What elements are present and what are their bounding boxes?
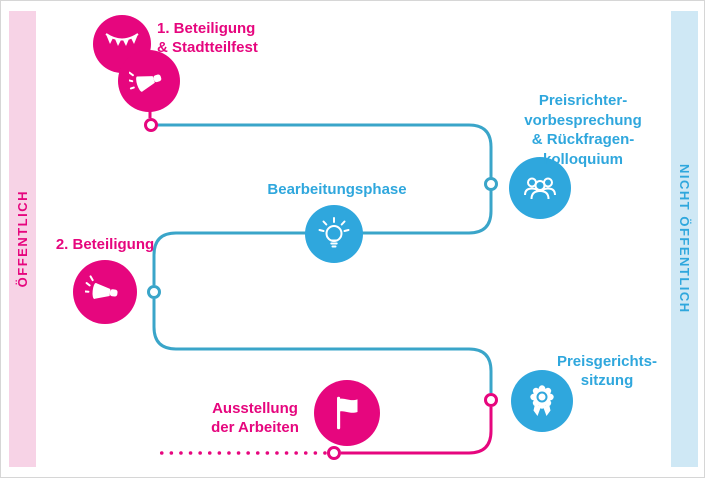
non-public-band: NICHT ÖFFENTLICH [671,11,698,467]
label-bearbeitung: Bearbeitungsphase [267,181,407,198]
bunting-icon [105,33,139,46]
people-icon [524,177,556,200]
node-ausstellung [327,446,341,460]
step-ausstellung-circle [314,380,380,446]
label-beteiligung2: 2. Beteiligung [55,236,155,253]
lightbulb-icon [318,217,350,248]
megaphone-icon [85,275,118,299]
flow-line-top [152,123,493,285]
flow-line-bottom [341,407,493,455]
public-band: ÖFFENTLICH [9,11,36,467]
node-preisgericht [484,393,498,407]
flag-icon [337,396,358,430]
step-preisgericht-circle [511,370,573,432]
megaphone-icon [129,71,162,92]
label-preisgericht: Preisgerichts- sitzung [556,353,658,389]
step-preisrichter-circle [509,157,571,219]
step-beteiligung2-circle [73,260,137,324]
node-beteiligung2 [147,285,161,299]
non-public-band-label: NICHT ÖFFENTLICH [677,164,692,314]
step-bearbeitung-circle [305,205,363,263]
label-beteiligung1: 1. Beteiligung & Stadtteilfest [157,20,258,56]
label-preisrichter: Preisrichter- vorbesprechung & Rückfrage… [524,92,642,168]
label-ausstellung: Ausstellung der Arbeiten [211,400,299,436]
node-preisrichter [484,177,498,191]
step-beteiligung1-megaphone-circle [118,50,180,112]
node-beteiligung1 [144,118,158,132]
medal-icon [530,385,554,416]
flow-line-middle [152,299,493,393]
